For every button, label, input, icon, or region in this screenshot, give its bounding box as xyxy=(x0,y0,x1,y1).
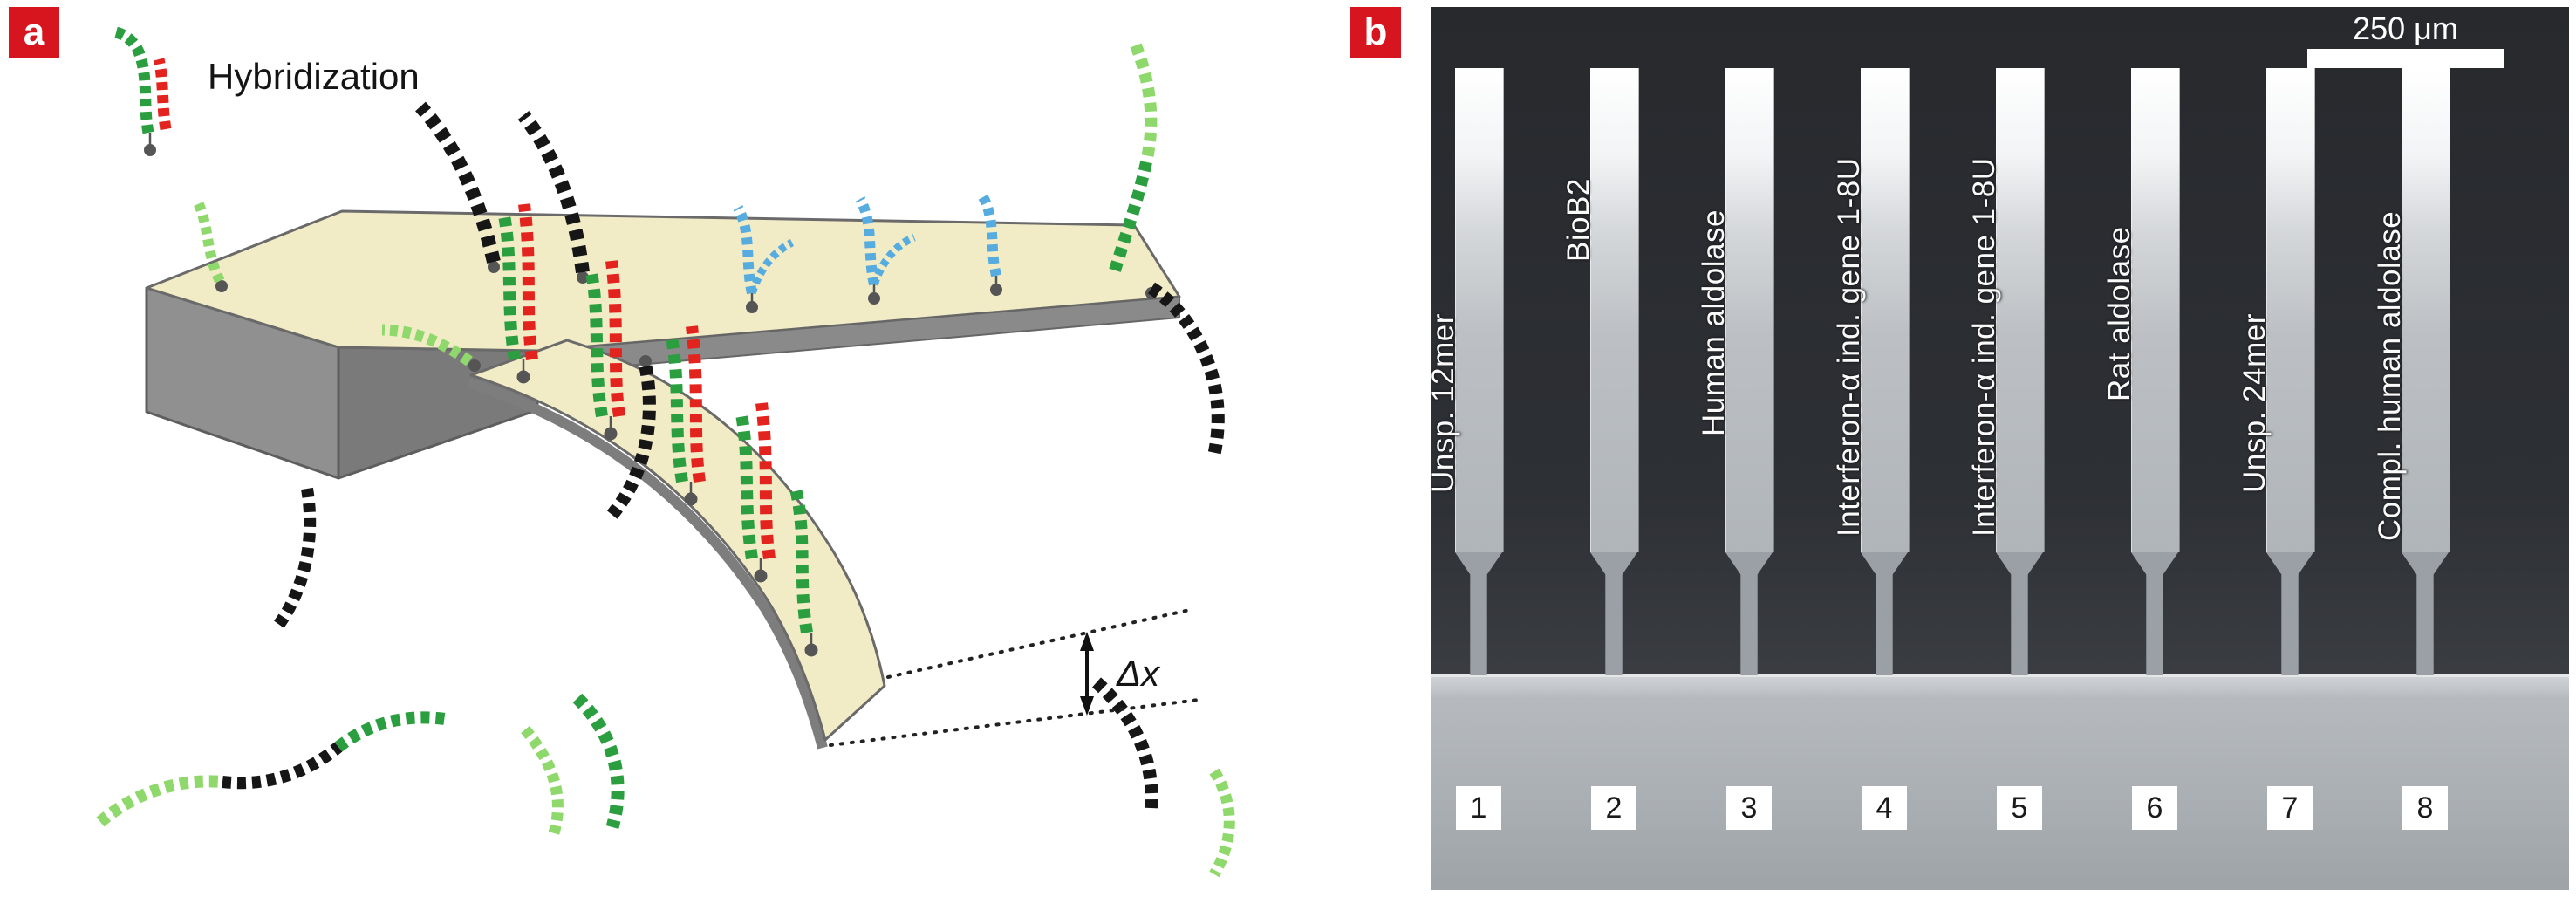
cantilever-6: Rat aldolase 6 xyxy=(2102,7,2180,890)
cantilever-beam xyxy=(1590,68,1639,552)
cantilever-label: Unsp. 12mer xyxy=(1431,313,1460,493)
panel-a-label: a xyxy=(9,7,59,58)
cantilever-label: BioB2 xyxy=(1561,178,1595,262)
cantilever-foot xyxy=(2131,552,2178,675)
cantilever-beam xyxy=(1996,68,2045,552)
scale-bar xyxy=(2307,49,2504,68)
cantilever-label: Rat aldolase xyxy=(2102,226,2136,401)
cantilever-foot xyxy=(1996,552,2043,675)
cantilever-foot xyxy=(1590,552,1637,675)
cantilever-beam xyxy=(1725,68,1774,552)
hybridization-legend-icon xyxy=(110,25,172,156)
cantilever-label: Interferon-α ind. gene 1-8U xyxy=(1967,157,2001,537)
back-cantilever xyxy=(145,209,1181,375)
cantilever-1: Unsp. 12mer 1 xyxy=(1431,7,1504,890)
deflection-annotation: Δx xyxy=(829,607,1200,747)
cantilever-label: Interferon-α ind. gene 1-8U xyxy=(1832,157,1866,537)
cantilever-number: 5 xyxy=(1997,786,2042,830)
cantilever-beam xyxy=(2266,68,2315,552)
cantilever-beam xyxy=(1455,68,1504,552)
probe-dna-on-support xyxy=(192,198,481,372)
cantilever-2: BioB2 2 xyxy=(1561,7,1639,890)
chip-body xyxy=(1431,674,2569,890)
deflection-label: Δx xyxy=(1116,653,1161,694)
hybridization-legend-label: Hybridization xyxy=(208,56,420,97)
black-dna-tip-strand xyxy=(1145,282,1225,455)
black-dna-strands-center xyxy=(272,101,656,631)
cantilever-number: 7 xyxy=(2267,786,2313,830)
cantilever-label: Unsp. 24mer xyxy=(2238,313,2272,493)
hybridized-dna-pairs xyxy=(498,203,818,657)
free-dna-strands xyxy=(96,43,1235,878)
panel-a-schematic: Δx Hybridization xyxy=(96,25,1235,878)
cantilever-foot xyxy=(1455,552,1502,675)
cantilever-label: Human aldolase xyxy=(1697,209,1731,436)
cantilever-8: Compl. human aldolase 8 xyxy=(2373,7,2450,890)
cantilever-foot xyxy=(2266,552,2313,675)
cantilever-number: 2 xyxy=(1591,786,1636,830)
cantilever-3: Human aldolase 3 xyxy=(1697,7,1774,890)
cantilever-number: 3 xyxy=(1726,786,1772,830)
cantilever-5: Interferon-α ind. gene 1-8U 5 xyxy=(1967,7,2045,890)
cantilever-label: Compl. human aldolase xyxy=(2373,210,2407,541)
cantilever-number: 8 xyxy=(2402,786,2448,830)
cantilever-number: 1 xyxy=(1456,786,1501,830)
cantilever-foot xyxy=(1861,552,1908,675)
cantilever-foot xyxy=(2402,552,2449,675)
cantilever-4: Interferon-α ind. gene 1-8U 4 xyxy=(1832,7,1910,890)
cantilever-number: 4 xyxy=(1862,786,1907,830)
cantilever-number: 6 xyxy=(2132,786,2177,830)
cantilever-beam xyxy=(2131,68,2180,552)
panel-b-micrograph: Unsp. 12mer 1 BioB2 2 Human aldolase 3 I… xyxy=(1431,7,2569,890)
cantilever-beam xyxy=(1861,68,1910,552)
cantilever-foot xyxy=(1725,552,1773,675)
blue-dna-strands xyxy=(733,193,1002,313)
panel-b-label: b xyxy=(1350,7,1401,58)
cantilever-7: Unsp. 24mer 7 xyxy=(2238,7,2315,890)
scale-bar-label: 250 μm xyxy=(2353,10,2458,46)
cantilever-beam xyxy=(2402,68,2450,552)
